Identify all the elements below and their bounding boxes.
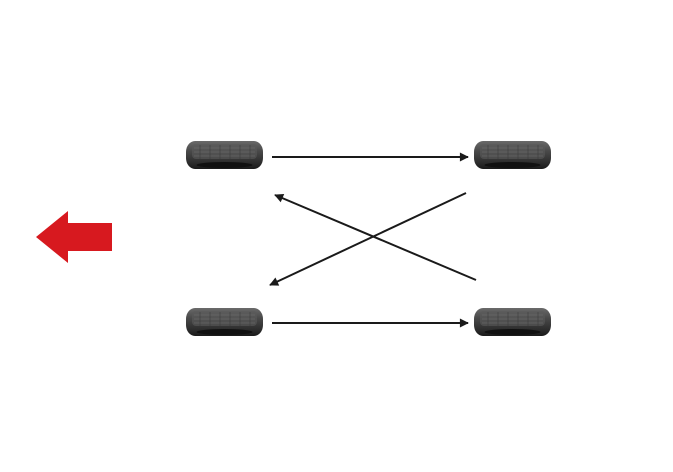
rotation-arrow-front-right-to-rear-left bbox=[269, 192, 467, 286]
tire-rear-left-icon bbox=[185, 307, 264, 337]
tire-front-left-icon bbox=[185, 140, 264, 170]
tire-front-right-icon bbox=[473, 140, 552, 170]
direction-arrow-icon bbox=[36, 211, 112, 263]
rotation-arrow-rear-right-to-front-left bbox=[274, 194, 477, 281]
tire-rear-right-icon bbox=[473, 307, 552, 337]
